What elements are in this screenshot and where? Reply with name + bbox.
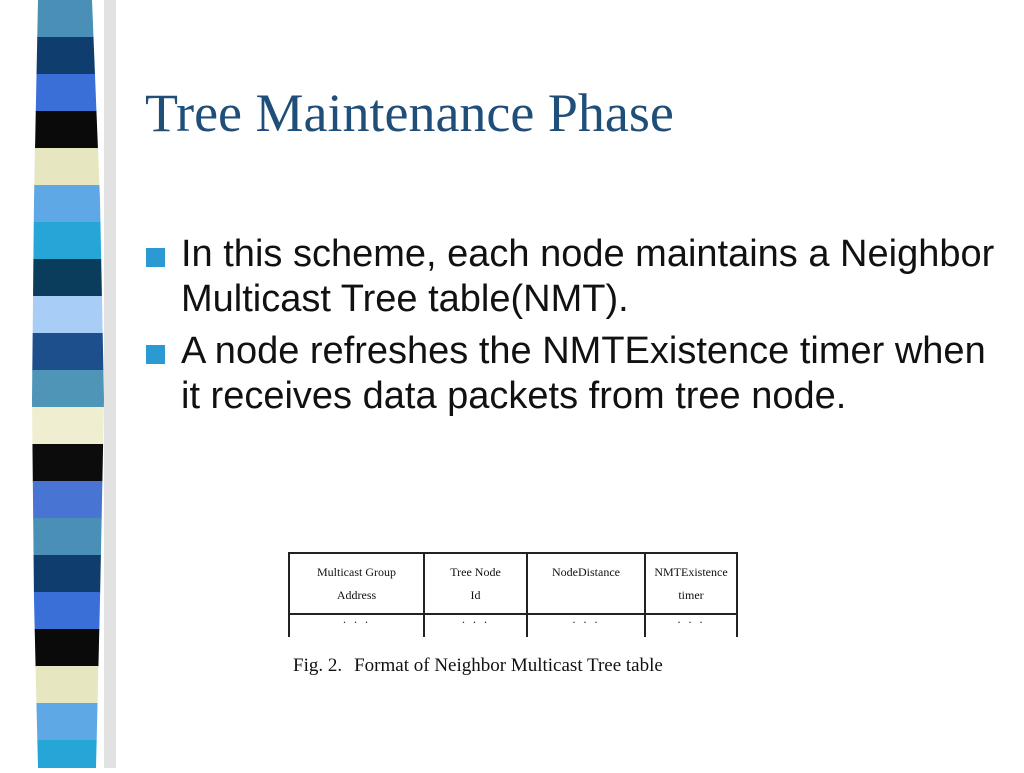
square-bullet-icon [146,248,165,267]
stripe-segment [32,333,104,371]
table-cell: · · · [423,614,528,637]
stripe-segment [32,407,104,445]
stripe-segment [32,111,104,149]
figure-label: Fig. 2. [293,655,343,676]
stripe-segment [32,259,104,297]
stripe-segment [32,370,104,408]
stripe-segment [32,481,104,519]
figure-caption-text: Format of Neighbor Multicast Tree table [354,655,663,676]
stripe-segment [32,148,104,186]
slide-title: Tree Maintenance Phase [145,83,674,143]
table-cell: · · · [644,614,738,637]
bullet-item: A node refreshes the NMTExistence timer … [146,329,1006,419]
stripe-shadow [104,0,116,768]
table-row: · · · · · · · · · · · · [288,614,738,637]
stripe-segment [32,518,104,556]
figure-caption: Fig. 2. Format of Neighbor Multicast Tree… [293,655,740,677]
stripe-segment [32,185,104,223]
table-cell: · · · [288,614,425,637]
square-bullet-icon [146,345,165,364]
stripe-segment [32,666,104,704]
stripe-segment [32,592,104,630]
table-cell: · · · [526,614,646,637]
stripe-segment [32,740,104,768]
decorative-stripe-bar [0,0,116,768]
stripe-segment [32,555,104,593]
stripe-segment [32,0,104,38]
bullet-item: In this scheme, each node maintains a Ne… [146,232,1006,322]
stripe-segment [32,629,104,667]
bullet-text: In this scheme, each node maintains a Ne… [181,233,995,320]
bullet-text: A node refreshes the NMTExistence timer … [181,330,986,417]
stripe-segment [32,222,104,260]
stripe-segment [32,444,104,482]
stripe-segment [32,296,104,334]
stripe-bar-graphic [32,0,116,768]
bullet-list: In this scheme, each node maintains a Ne… [146,232,1006,426]
stripe-segment [32,703,104,741]
stripe-segment [32,74,104,112]
column-header-node-distance: NodeDistance [526,553,646,615]
stripe-segment [32,37,104,75]
